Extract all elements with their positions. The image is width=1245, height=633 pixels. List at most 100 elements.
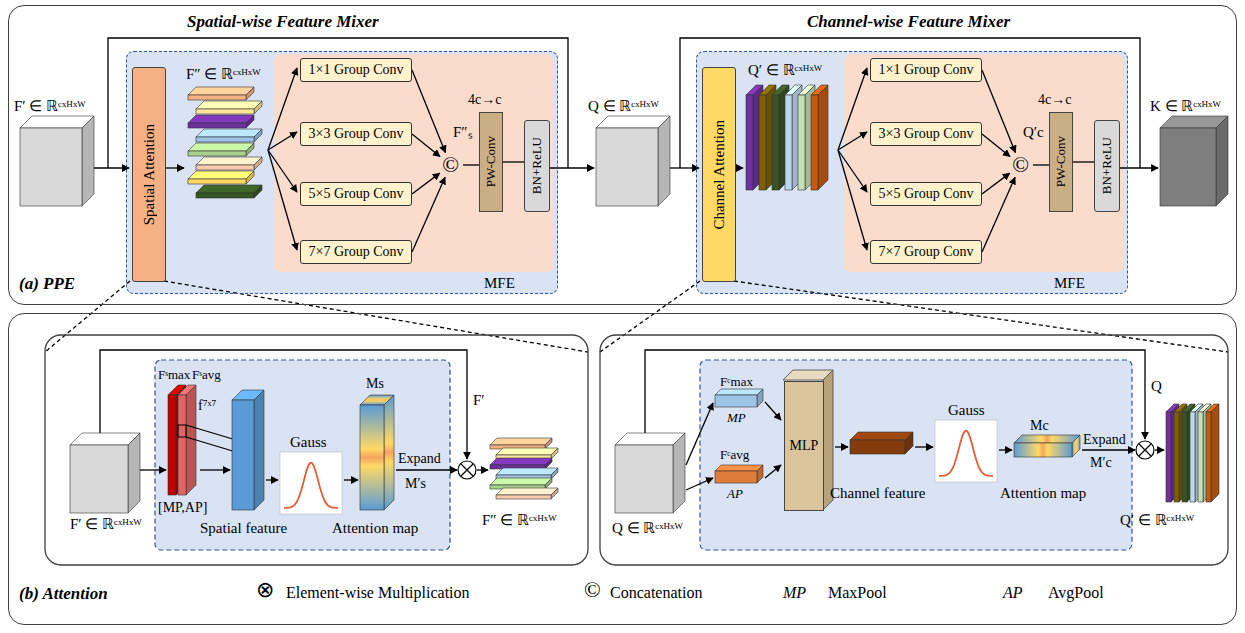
group-conv-box: 1×1 Group Conv xyxy=(870,58,982,82)
connector xyxy=(1033,164,1049,165)
feature-slab xyxy=(1182,412,1187,502)
output-cube xyxy=(596,128,658,206)
node-label: Spatial Attention xyxy=(141,124,158,225)
region-fill xyxy=(274,54,554,272)
tensor-label: Channel feature xyxy=(830,485,925,502)
connector xyxy=(412,177,445,252)
node-heading: Channel-wise Feature Mixer xyxy=(807,12,1010,32)
feature-slab xyxy=(496,488,558,495)
input-cube xyxy=(82,116,94,206)
panel: (a) PPESpatial-wise Feature MixerSpatial… xyxy=(8,5,1237,305)
gauss-curve xyxy=(284,463,338,508)
feature-slab xyxy=(551,448,558,459)
legend-text: Concatenation xyxy=(610,584,702,602)
node-label: Channel Attention xyxy=(711,120,728,230)
tensor-label: Q′ ∈ ℝᶜˣᴴˣᵂ xyxy=(1120,512,1194,529)
feature-slab xyxy=(188,171,254,179)
panel: (b) AttentionMLP xyxy=(8,313,1237,625)
sub-panel xyxy=(600,335,1228,565)
tensor-label: F″ ∈ ℝᶜˣᴴˣᵂ xyxy=(186,66,261,83)
leader-line xyxy=(734,281,1228,352)
pw-conv-box: PW-Conv xyxy=(479,112,503,212)
attention-box: Spatial Attention xyxy=(132,67,166,282)
attention-map xyxy=(1072,435,1080,457)
legend-text: Element-wise Multiplication xyxy=(286,584,470,602)
feature-slab xyxy=(246,87,254,100)
flow-line xyxy=(765,465,781,478)
node-label: 3×3 Group Conv xyxy=(308,126,403,142)
group-conv-box: 3×3 Group Conv xyxy=(300,122,412,146)
feature-slab xyxy=(188,151,246,156)
connector xyxy=(982,70,1015,152)
feature-slab xyxy=(1190,412,1195,502)
flow-line xyxy=(477,469,488,470)
output-cube xyxy=(1216,116,1228,206)
feature-slab xyxy=(196,137,254,142)
spatial-feature-slab xyxy=(254,390,264,510)
input-cube xyxy=(615,445,673,513)
feature-slab xyxy=(772,95,779,190)
flow-line xyxy=(835,446,848,447)
tensor-label: [MP,AP] xyxy=(158,500,207,515)
feature-slab xyxy=(496,468,558,475)
output-cube xyxy=(596,116,670,128)
node-label: 1×1 Group Conv xyxy=(878,62,973,78)
concat-symbol: © xyxy=(438,148,463,182)
group-conv-box: 5×5 Group Conv xyxy=(870,182,982,206)
feature-slab xyxy=(1198,412,1203,502)
pool-slab xyxy=(178,395,186,495)
feature-slab xyxy=(746,95,753,190)
node-label: MLP xyxy=(790,438,819,454)
region-fill xyxy=(844,54,1124,272)
feature-slab xyxy=(188,95,246,100)
node-label: 7×7 Group Conv xyxy=(878,244,973,260)
node-label: BN+ReLU xyxy=(529,137,545,194)
kernel xyxy=(178,425,186,437)
flow-line xyxy=(164,167,184,168)
skip-line xyxy=(645,350,1145,439)
node-label: 3×3 Group Conv xyxy=(878,126,973,142)
flow-line xyxy=(200,469,230,470)
tensor-label: Ms xyxy=(366,376,384,391)
feature-slab xyxy=(188,179,246,184)
feature-slab xyxy=(196,129,262,137)
branch-line xyxy=(268,132,297,150)
connector xyxy=(982,134,1010,157)
legend-symbol: ⊗ xyxy=(256,578,274,602)
multiply-symbol xyxy=(1136,441,1154,459)
branch-line xyxy=(268,150,297,250)
dashed-region xyxy=(155,360,450,550)
expand-line xyxy=(396,469,457,470)
branch-line xyxy=(838,150,867,250)
flow-line xyxy=(915,446,933,447)
tensor-label: AP xyxy=(727,487,743,501)
tensor-label: F′ ∈ ℝᶜˣᴴˣᵂ xyxy=(70,516,142,533)
feature-mixer-region: Spatial-wise Feature MixerSpatial Attent… xyxy=(126,51,558,294)
tensor-label: F″ ∈ ℝᶜˣᴴˣᵂ xyxy=(482,512,557,529)
tensor-label: Attention map xyxy=(1000,485,1086,502)
node-label: PW-Conv xyxy=(1053,136,1069,187)
region-fill xyxy=(126,51,558,294)
feature-slab xyxy=(254,129,262,142)
attention-map xyxy=(384,395,394,510)
spatial-feature-slab xyxy=(232,400,254,510)
node-label: 7×7 Group Conv xyxy=(308,244,403,260)
flow-line xyxy=(266,479,278,480)
connector xyxy=(503,161,524,162)
expand-line xyxy=(1082,449,1135,450)
feature-slab xyxy=(196,193,254,198)
tensor-label: Q xyxy=(1151,378,1162,395)
maxpool-vector xyxy=(715,395,757,407)
dashed-region xyxy=(700,360,1132,550)
connector xyxy=(982,177,1015,252)
kernel-line xyxy=(186,437,236,452)
pw-conv-box: PW-Conv xyxy=(1049,112,1073,212)
feature-slab xyxy=(1166,412,1171,502)
group-conv-box: 1×1 Group Conv xyxy=(300,58,412,82)
legend-text: MaxPool xyxy=(828,584,887,602)
tensor-label: Gauss xyxy=(290,434,327,451)
tensor-label: Expand xyxy=(1083,432,1126,447)
feature-slab xyxy=(188,123,246,128)
tensor-label: f⁷ˣ⁷ xyxy=(198,398,216,413)
branch-line xyxy=(838,132,867,150)
